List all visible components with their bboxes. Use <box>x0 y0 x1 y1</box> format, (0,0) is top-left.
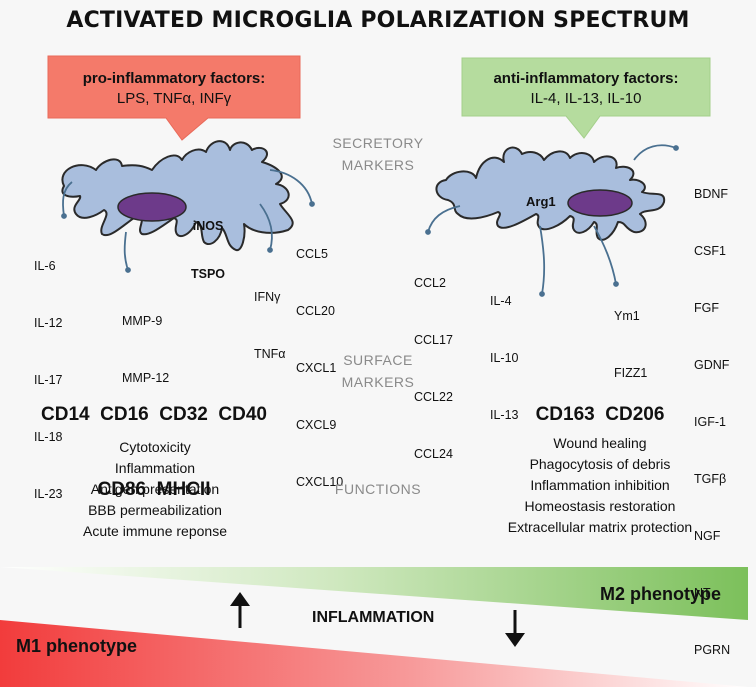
list-item: IL-13 <box>490 408 519 422</box>
list-item: MMP-9 <box>122 314 163 328</box>
secretory-line2: MARKERS <box>341 157 415 173</box>
list-item: Phagocytosis of debris <box>529 456 671 472</box>
list-item: CCL2 <box>414 276 446 290</box>
list-item: IL-17 <box>34 373 63 387</box>
m1-surface-row2: CD86 MHCII <box>97 479 211 500</box>
list-item: MMP-12 <box>122 371 170 385</box>
list-item: CCL17 <box>414 333 453 347</box>
m2-callout-box <box>461 57 711 139</box>
list-item: Wound healing <box>553 435 647 451</box>
surface-markers-label: SURFACE MARKERS <box>300 349 456 393</box>
list-item: TNFα <box>254 347 286 361</box>
list-item: Antigen presentation <box>90 481 220 497</box>
m1-cell-labels: iNOS TSPO <box>186 186 230 298</box>
secretory-markers-label: SECRETORY MARKERS <box>300 132 456 176</box>
list-item: CCL24 <box>414 447 453 461</box>
list-item: IFNγ <box>254 290 281 304</box>
m1-arrow-interleukins <box>61 181 73 219</box>
list-item: Inflammation <box>114 460 196 476</box>
m2-interleukins: IL-4 IL-10 IL-13 <box>490 254 519 444</box>
m2-nucleus <box>567 189 633 217</box>
m2-microglia-cell <box>435 146 666 241</box>
m1-interleukins: IL-6 IL-12 IL-17 IL-18 IL-23 <box>34 219 63 523</box>
m2-chemokines: CCL2 CCL17 CCL22 CCL24 <box>414 236 453 483</box>
m1-phenotype-label: M1 phenotype <box>16 636 138 656</box>
m1-arrow-mmp <box>123 231 131 273</box>
list-item: TGFβ <box>694 472 727 486</box>
list-item: BBB permeabilization <box>88 502 222 518</box>
m2-callout-heading: anti-inflammatory factors: <box>493 70 679 87</box>
m1-callout-items: LPS, TNFα, INFγ <box>116 90 232 107</box>
list-item: PGRN <box>694 643 731 657</box>
list-item: CXCL9 <box>296 418 337 432</box>
list-item: FGF <box>694 301 719 315</box>
list-item: Extracellular matrix protection <box>507 519 693 535</box>
m2-phenotype-label: M2 phenotype <box>600 584 722 604</box>
m1-cell-label-tspo: TSPO <box>190 267 226 281</box>
m1-microglia-cell <box>61 140 294 252</box>
m1-mmps: MMP-9 MMP-12 <box>122 274 169 407</box>
list-item: IL-10 <box>490 351 519 365</box>
m1-callout: pro-inflammatory factors: LPS, TNFα, INF… <box>48 69 300 109</box>
secretory-line1: SECRETORY <box>332 135 424 151</box>
m2-growth-factors: BDNF CSF1 FGF GDNF IGF-1 TGFβ NGF NT PGR… <box>694 147 730 679</box>
list-item: CXCL1 <box>296 361 337 375</box>
m1-callout-box <box>47 55 301 141</box>
surface-line1: SURFACE <box>343 352 413 368</box>
m2-callout-items: IL-4, IL-13, IL-10 <box>530 90 642 107</box>
surface-line2: MARKERS <box>341 374 415 390</box>
m1-surface-markers: CD14 CD16 CD32 CD40 CD86 MHCII <box>36 352 272 527</box>
m2-functions: Wound healing Phagocytosis of debris Inf… <box>480 433 720 538</box>
m2-surface-markers: CD163 CD206 <box>500 352 700 452</box>
list-item: IL-23 <box>34 487 63 501</box>
m1-callout-heading: pro-inflammatory factors: <box>82 70 266 87</box>
m1-functions: Cytotoxicity Inflammation Antigen presen… <box>40 437 270 542</box>
list-item: NGF <box>694 529 721 543</box>
list-item: Inflammation inhibition <box>530 477 670 493</box>
m2-callout: anti-inflammatory factors: IL-4, IL-13, … <box>462 69 710 109</box>
arrow-down-icon <box>505 610 525 647</box>
list-item: IL-6 <box>34 259 56 273</box>
list-item: IL-4 <box>490 294 512 308</box>
list-item: CXCL10 <box>296 475 344 489</box>
m1-arrow-cytokines <box>259 203 273 253</box>
functions-label: FUNCTIONS <box>334 481 422 497</box>
inflammation-label: INFLAMMATION <box>312 609 435 626</box>
list-item: Homeostasis restoration <box>524 498 676 514</box>
list-item: GDNF <box>694 358 730 372</box>
m2-arrow-others <box>593 225 619 287</box>
list-item: NT <box>694 586 711 600</box>
list-item: BDNF <box>694 187 729 201</box>
page-title: ACTIVATED MICROGLIA POLARIZATION SPECTRU… <box>66 8 690 33</box>
m2-arrow-chemokines <box>425 205 461 235</box>
list-item: Cytotoxicity <box>119 439 191 455</box>
list-item: CCL20 <box>296 304 335 318</box>
m1-arrow-chemokines <box>269 169 315 207</box>
m2-surface-row1: CD163 CD206 <box>535 404 665 425</box>
m1-spectrum-bar <box>0 620 748 687</box>
list-item: Acute immune reponse <box>83 523 227 539</box>
m1-cytokines: IFNγ TNFα <box>254 250 286 383</box>
list-item: CSF1 <box>694 244 726 258</box>
m2-others: Ym1 FIZZ1 <box>614 269 647 402</box>
list-item: FIZZ1 <box>614 366 648 380</box>
list-item: CCL5 <box>296 247 328 261</box>
list-item: Ym1 <box>614 309 640 323</box>
list-item: IGF-1 <box>694 415 726 429</box>
list-item: IL-12 <box>34 316 63 330</box>
m2-spectrum-bar <box>0 567 748 620</box>
list-item: IL-18 <box>34 430 63 444</box>
list-item: CCL22 <box>414 390 453 404</box>
arrow-up-icon <box>230 592 250 628</box>
m1-nucleus <box>117 192 187 222</box>
m1-surface-row1: CD14 CD16 CD32 CD40 <box>41 404 267 425</box>
m2-arrow-interleukins <box>539 225 546 297</box>
m1-cell-label-inos: iNOS <box>192 219 224 233</box>
m2-cell-label: Arg1 <box>526 194 556 209</box>
m2-arrow-growth-factors <box>633 144 679 161</box>
m1-chemokines: CCL5 CCL20 CXCL1 CXCL9 CXCL10 <box>296 207 343 511</box>
